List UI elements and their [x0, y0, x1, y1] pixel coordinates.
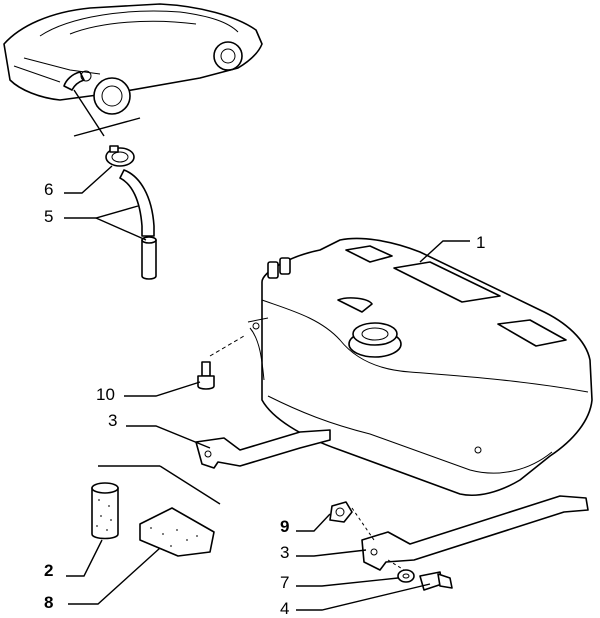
callout-3-lower: 3 [280, 543, 289, 562]
car-cut-line [73, 117, 141, 137]
separator-line-2 [159, 465, 221, 505]
callout-1: 1 [476, 233, 485, 252]
callout-2: 2 [44, 561, 53, 580]
strap-upper [195, 429, 331, 469]
callout-9: 9 [280, 517, 289, 536]
callout-7: 7 [280, 573, 289, 592]
hose-clamp [105, 145, 135, 167]
car-leader-line [73, 89, 105, 137]
filter-cylinder [91, 482, 119, 540]
callout-4: 4 [280, 599, 289, 618]
filler-hose [119, 169, 157, 280]
bolt-4 [419, 571, 453, 591]
nut-9-dash-line [351, 507, 375, 541]
callout-6: 6 [44, 180, 53, 199]
strap-lower [361, 495, 589, 571]
washer-7 [397, 569, 415, 583]
fuel-tank [247, 237, 593, 497]
foam-pad [139, 507, 215, 557]
bolt-10 [197, 361, 215, 390]
leader-lines [64, 165, 470, 611]
callout-3-upper: 3 [108, 411, 117, 430]
bolt-10-dash-line [209, 335, 245, 357]
callout-8: 8 [44, 593, 53, 612]
callout-5: 5 [44, 207, 53, 226]
car-outline [3, 3, 263, 115]
callout-10: 10 [96, 385, 115, 404]
nut-9 [329, 501, 353, 523]
